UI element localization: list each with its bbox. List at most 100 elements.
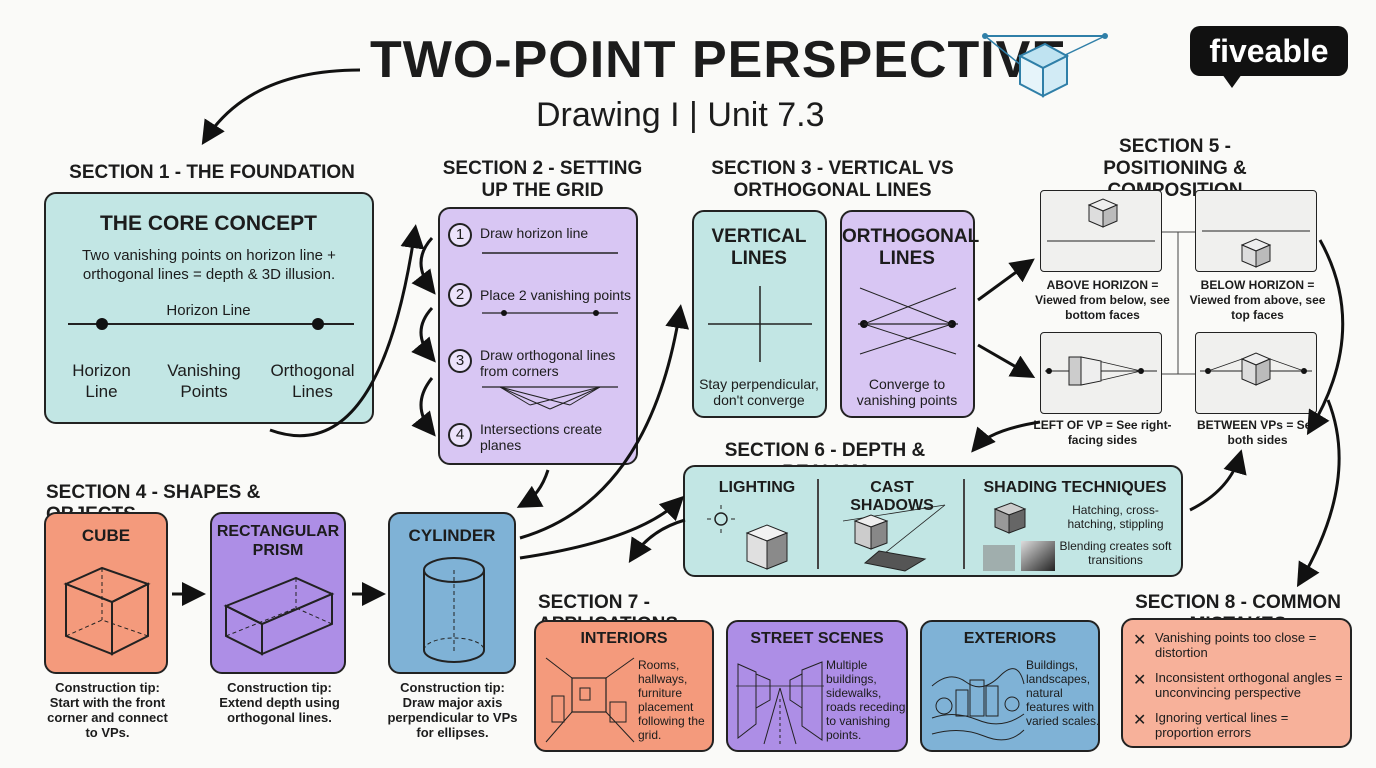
- above-horizon-caption: ABOVE HORIZON = Viewed from below, see b…: [1035, 278, 1170, 322]
- step1-text: Draw horizon line: [480, 225, 589, 241]
- interiors-drawing: [545, 657, 635, 743]
- mistake-3-x-icon: ✕: [1133, 712, 1147, 729]
- cube-title: CUBE: [81, 526, 131, 545]
- horizon-line-diagram: [68, 318, 354, 330]
- step4-text: Intersections create planes: [480, 421, 603, 453]
- step2-text: Place 2 vanishing points: [480, 287, 631, 303]
- orthogonal-lines-caption: Converge to vanishing points: [856, 376, 958, 408]
- left-of-vp-drawing: [1045, 356, 1157, 386]
- step1-line: [482, 252, 618, 254]
- page-title: TWO-POINT PERSPECTIVE: [370, 31, 1068, 89]
- cylinder-tip: Construction tip: Draw major axis perpen…: [387, 680, 518, 740]
- divider-1: [817, 479, 819, 569]
- grid-steps-box: 1 Draw horizon line 2 Place 2 vanishing …: [438, 207, 638, 465]
- arrow-section5-to-section8: [1296, 399, 1341, 588]
- arrow-title-to-section1: [201, 68, 361, 146]
- exteriors-drawing: [931, 668, 1025, 741]
- street-scenes-title: STREET SCENES: [750, 630, 884, 647]
- cylinder-box: CYLINDER: [388, 512, 516, 674]
- arrow-cylinder-to-section3: [519, 304, 690, 540]
- step1-number: 1: [448, 223, 472, 247]
- mistake-2-text: Inconsistent orthogonal angles = unconvi…: [1155, 670, 1343, 700]
- panel-below-horizon: [1195, 190, 1317, 272]
- exteriors-text: Buildings, landscapes, natural features …: [1026, 658, 1100, 728]
- above-horizon-drawing: [1047, 198, 1155, 242]
- cast-shadows-drawing: [842, 504, 946, 572]
- cube-drawing: [63, 566, 151, 656]
- arrow-section3-to-above: [977, 258, 1035, 302]
- street-scenes-text: Multiple buildings, sidewalks, roads rec…: [826, 658, 906, 742]
- arrow-section5-loop: [1306, 239, 1345, 436]
- vertical-lines-caption: Stay perpendicular, don't converge: [699, 376, 819, 408]
- orthogonal-lines-box: ORTHOGONAL LINES Converge to vanishing p…: [840, 210, 980, 418]
- interiors-box: INTERIORS Rooms, hallways, furniture pla…: [534, 620, 714, 752]
- rect-prism-drawing: [223, 576, 335, 656]
- depth-realism-box: LIGHTING CAST SHADOWS SHADING TECHNIQUES…: [683, 465, 1183, 577]
- logo-tail: [1222, 74, 1242, 88]
- between-vps-drawing: [1200, 352, 1312, 386]
- rect-prism-box: RECTANGULAR PRISM: [210, 512, 346, 674]
- arrow-section1-to-section2: [269, 224, 425, 438]
- core-concept-text: Two vanishing points on horizon line + o…: [82, 247, 336, 283]
- step4-number: 4: [448, 423, 472, 447]
- shading-note-1: Hatching, cross-hatching, stippling: [1067, 503, 1164, 531]
- common-mistakes-box: ✕ Vanishing points too close = distortio…: [1121, 618, 1352, 748]
- orthogonal-lines-title: ORTHOGONAL LINES: [842, 226, 980, 269]
- vertical-lines-title: VERTICAL LINES: [711, 226, 807, 269]
- exteriors-title: EXTERIORS: [963, 630, 1057, 647]
- mistake-2-x-icon: ✕: [1133, 672, 1147, 689]
- arrow-section6-to-section7: [628, 518, 686, 564]
- arrow-section3-to-left: [977, 343, 1036, 378]
- rect-prism-tip: Construction tip: Extend depth using ort…: [219, 680, 340, 725]
- perspective-cube-icon: [982, 33, 1108, 98]
- arrow-section6-to-section5: [1189, 449, 1247, 512]
- step2-number: 2: [448, 283, 472, 307]
- mistake-1-x-icon: ✕: [1133, 632, 1147, 649]
- vertical-lines-diagram: [708, 286, 812, 362]
- fiveable-logo: fiveable: [1190, 26, 1348, 76]
- horizon-line-label: Horizon Line: [166, 302, 251, 319]
- label-horizon-line: Horizon Line: [72, 361, 131, 401]
- section2-heading: SECTION 2 - SETTING UP THE GRID: [442, 158, 643, 201]
- mistake-1-text: Vanishing points too close = distortion: [1155, 630, 1317, 660]
- cylinder-drawing: [423, 557, 485, 663]
- arrow-section2-to-section4: [516, 469, 550, 508]
- rect-prism-title: RECTANGULAR PRISM: [216, 523, 340, 559]
- cube-box: CUBE: [44, 512, 168, 674]
- page-subtitle: Drawing I | Unit 7.3: [536, 96, 825, 134]
- step3-diagram: [482, 386, 618, 410]
- vertical-lines-box: VERTICAL LINES Stay perpendicular, don't…: [692, 210, 827, 418]
- below-horizon-drawing: [1202, 230, 1310, 268]
- interiors-text: Rooms, hallways, furniture placement fol…: [638, 658, 705, 742]
- exteriors-box: EXTERIORS Buildings, landscapes, natural…: [920, 620, 1100, 752]
- street-scenes-box: STREET SCENES Multiple buildings, sidewa…: [726, 620, 908, 752]
- left-of-vp-caption: LEFT OF VP = See right-facing sides: [1033, 418, 1172, 447]
- shading-note-2: Blending creates soft transitions: [1059, 539, 1172, 567]
- divider-2: [963, 479, 965, 569]
- cube-tip: Construction tip: Start with the front c…: [47, 680, 168, 740]
- mistake-3-text: Ignoring vertical lines = proportion err…: [1155, 710, 1289, 740]
- step3-number: 3: [448, 349, 472, 373]
- arrow-section5-to-section6: [971, 420, 1041, 453]
- panel-between-vps: [1195, 332, 1317, 414]
- orthogonal-lines-diagram: [858, 287, 958, 355]
- lighting-drawing: [707, 505, 789, 570]
- shading-drawing: [983, 502, 1055, 571]
- shading-title: SHADING TECHNIQUES: [983, 479, 1167, 496]
- street-scenes-drawing: [736, 661, 824, 745]
- step3-text: Draw orthogonal lines from corners: [480, 347, 616, 379]
- panel-left-of-vp: [1040, 332, 1162, 414]
- label-orthogonal-lines: Orthogonal Lines: [270, 361, 355, 401]
- panel-above-horizon: [1040, 190, 1162, 272]
- step2-line: [482, 310, 618, 316]
- between-vps-caption: BETWEEN VPs = See both sides: [1196, 418, 1319, 447]
- section3-heading: SECTION 3 - VERTICAL VS ORTHOGONAL LINES: [711, 158, 954, 201]
- label-vanishing-points: Vanishing Points: [167, 361, 241, 401]
- section1-heading: SECTION 1 - THE FOUNDATION: [69, 162, 355, 183]
- below-horizon-caption: BELOW HORIZON = Viewed from above, see t…: [1189, 278, 1326, 322]
- cylinder-title: CYLINDER: [408, 526, 496, 545]
- lighting-title: LIGHTING: [718, 479, 796, 496]
- core-concept-title: THE CORE CONCEPT: [99, 212, 317, 235]
- core-concept-box: THE CORE CONCEPT Two vanishing points on…: [44, 192, 374, 424]
